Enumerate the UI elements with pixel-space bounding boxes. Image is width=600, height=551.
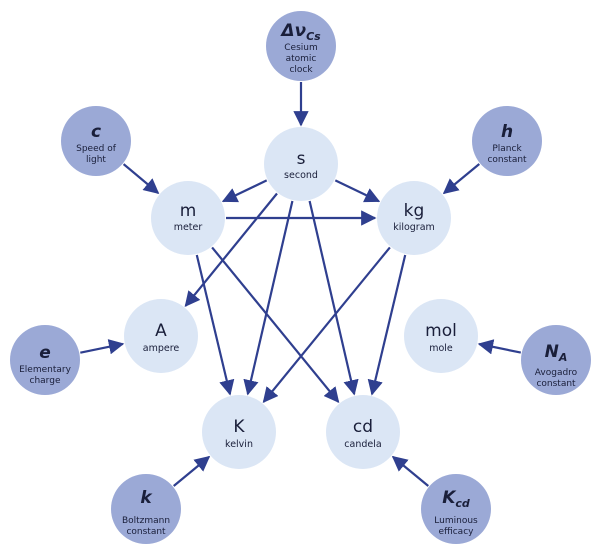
constant-cesium-frequency: ΔνCs Cesium atomic clock	[266, 11, 336, 81]
unit-kelvin-symbol: K	[233, 417, 245, 437]
unit-second-symbol: s	[297, 149, 306, 169]
unit-mole-circle	[404, 299, 478, 373]
constant-k-desc-1: Boltzmann	[122, 516, 170, 526]
unit-meter-symbol: m	[180, 201, 197, 221]
arrow-s-to-K	[243, 200, 294, 396]
constant-c-desc-1: Speed of	[76, 144, 117, 154]
constant-elementary-charge: e Elementary charge	[10, 325, 80, 395]
unit-kelvin: K kelvin	[202, 395, 276, 469]
constant-cesium-desc-2: atomic	[286, 54, 317, 64]
constant-Kcd-symbol: Kcd	[442, 488, 470, 510]
unit-meter: m meter	[151, 181, 225, 255]
arrow-Kcd-to-cd	[391, 455, 429, 487]
constant-h-circle	[472, 106, 542, 176]
unit-mole-symbol: mol	[425, 321, 457, 341]
arrow-e-to-A	[80, 339, 125, 355]
constant-h-desc-1: Planck	[492, 144, 522, 154]
constant-k-circle	[111, 474, 181, 544]
unit-second-circle	[264, 127, 338, 201]
constant-k-desc-2: constant	[126, 527, 166, 537]
constant-h-desc-2: constant	[487, 155, 527, 165]
arrow-s-to-A	[184, 192, 278, 307]
constant-cesium-desc-1: Cesium	[284, 43, 317, 53]
arrow-m-to-cd	[211, 246, 340, 403]
constant-k-symbol: k	[140, 488, 153, 508]
arrow-c-to-m	[122, 163, 160, 194]
constant-e-desc-1: Elementary	[19, 365, 71, 375]
arrow-k-to-K	[173, 455, 211, 487]
unit-candela-symbol: cd	[353, 417, 373, 437]
unit-kelvin-circle	[202, 395, 276, 469]
constant-cesium-circle	[266, 11, 336, 81]
unit-kilogram: kg kilogram	[377, 181, 451, 255]
constant-Kcd-desc-1: Luminous	[434, 516, 478, 526]
arrow-NA-to-mol	[477, 339, 522, 355]
unit-candela: cd candela	[326, 395, 400, 469]
unit-ampere-name: ampere	[143, 343, 180, 354]
unit-mole: mol mole	[404, 299, 478, 373]
constant-boltzmann: k Boltzmann constant	[111, 474, 181, 544]
arrow-m-to-K	[195, 254, 235, 396]
constant-e-desc-2: charge	[30, 376, 61, 386]
unit-candela-name: candela	[344, 439, 381, 450]
constant-c-circle	[61, 106, 131, 176]
arrow-s-to-kg	[334, 179, 381, 203]
unit-mole-name: mole	[429, 343, 453, 354]
constant-NA-symbol: NA	[545, 342, 568, 364]
unit-kilogram-circle	[377, 181, 451, 255]
constant-c-symbol: c	[91, 122, 101, 142]
arrow-s-to-cd	[308, 200, 359, 396]
constant-e-symbol: e	[39, 343, 51, 363]
unit-kelvin-name: kelvin	[225, 439, 253, 450]
constant-NA-circle	[521, 325, 591, 395]
unit-ampere-circle	[124, 299, 198, 373]
arrow-kg-to-K	[262, 246, 391, 403]
arrow-h-to-kg	[442, 163, 480, 195]
constant-cesium-symbol: ΔνCs	[279, 21, 321, 43]
unit-candela-circle	[326, 395, 400, 469]
constant-NA-desc-1: Avogadro	[535, 368, 578, 378]
unit-ampere: A ampere	[124, 299, 198, 373]
constant-h-symbol: h	[501, 122, 513, 142]
unit-second: s second	[264, 127, 338, 201]
constant-avogadro: NA Avogadro constant	[521, 325, 591, 395]
unit-second-name: second	[284, 170, 318, 181]
unit-kilogram-symbol: kg	[404, 201, 425, 221]
arrow-s-to-m	[221, 179, 268, 203]
constant-e-circle	[10, 325, 80, 395]
constant-cesium-desc-3: clock	[289, 65, 313, 75]
constant-Kcd-desc-2: efficacy	[439, 527, 475, 537]
constant-Kcd-circle	[421, 474, 491, 544]
constant-speed-of-light: c Speed of light	[61, 106, 131, 176]
constant-planck: h Planck constant	[472, 106, 542, 176]
constant-NA-desc-2: constant	[536, 379, 576, 389]
constant-c-desc-2: light	[86, 155, 106, 165]
arrow-kg-to-cd	[367, 254, 407, 396]
arrows-layer	[80, 82, 522, 487]
unit-kilogram-name: kilogram	[393, 222, 435, 233]
unit-meter-circle	[151, 181, 225, 255]
constant-luminous-efficacy: Kcd Luminous efficacy	[421, 474, 491, 544]
unit-meter-name: meter	[174, 222, 203, 233]
unit-ampere-symbol: A	[155, 321, 167, 341]
